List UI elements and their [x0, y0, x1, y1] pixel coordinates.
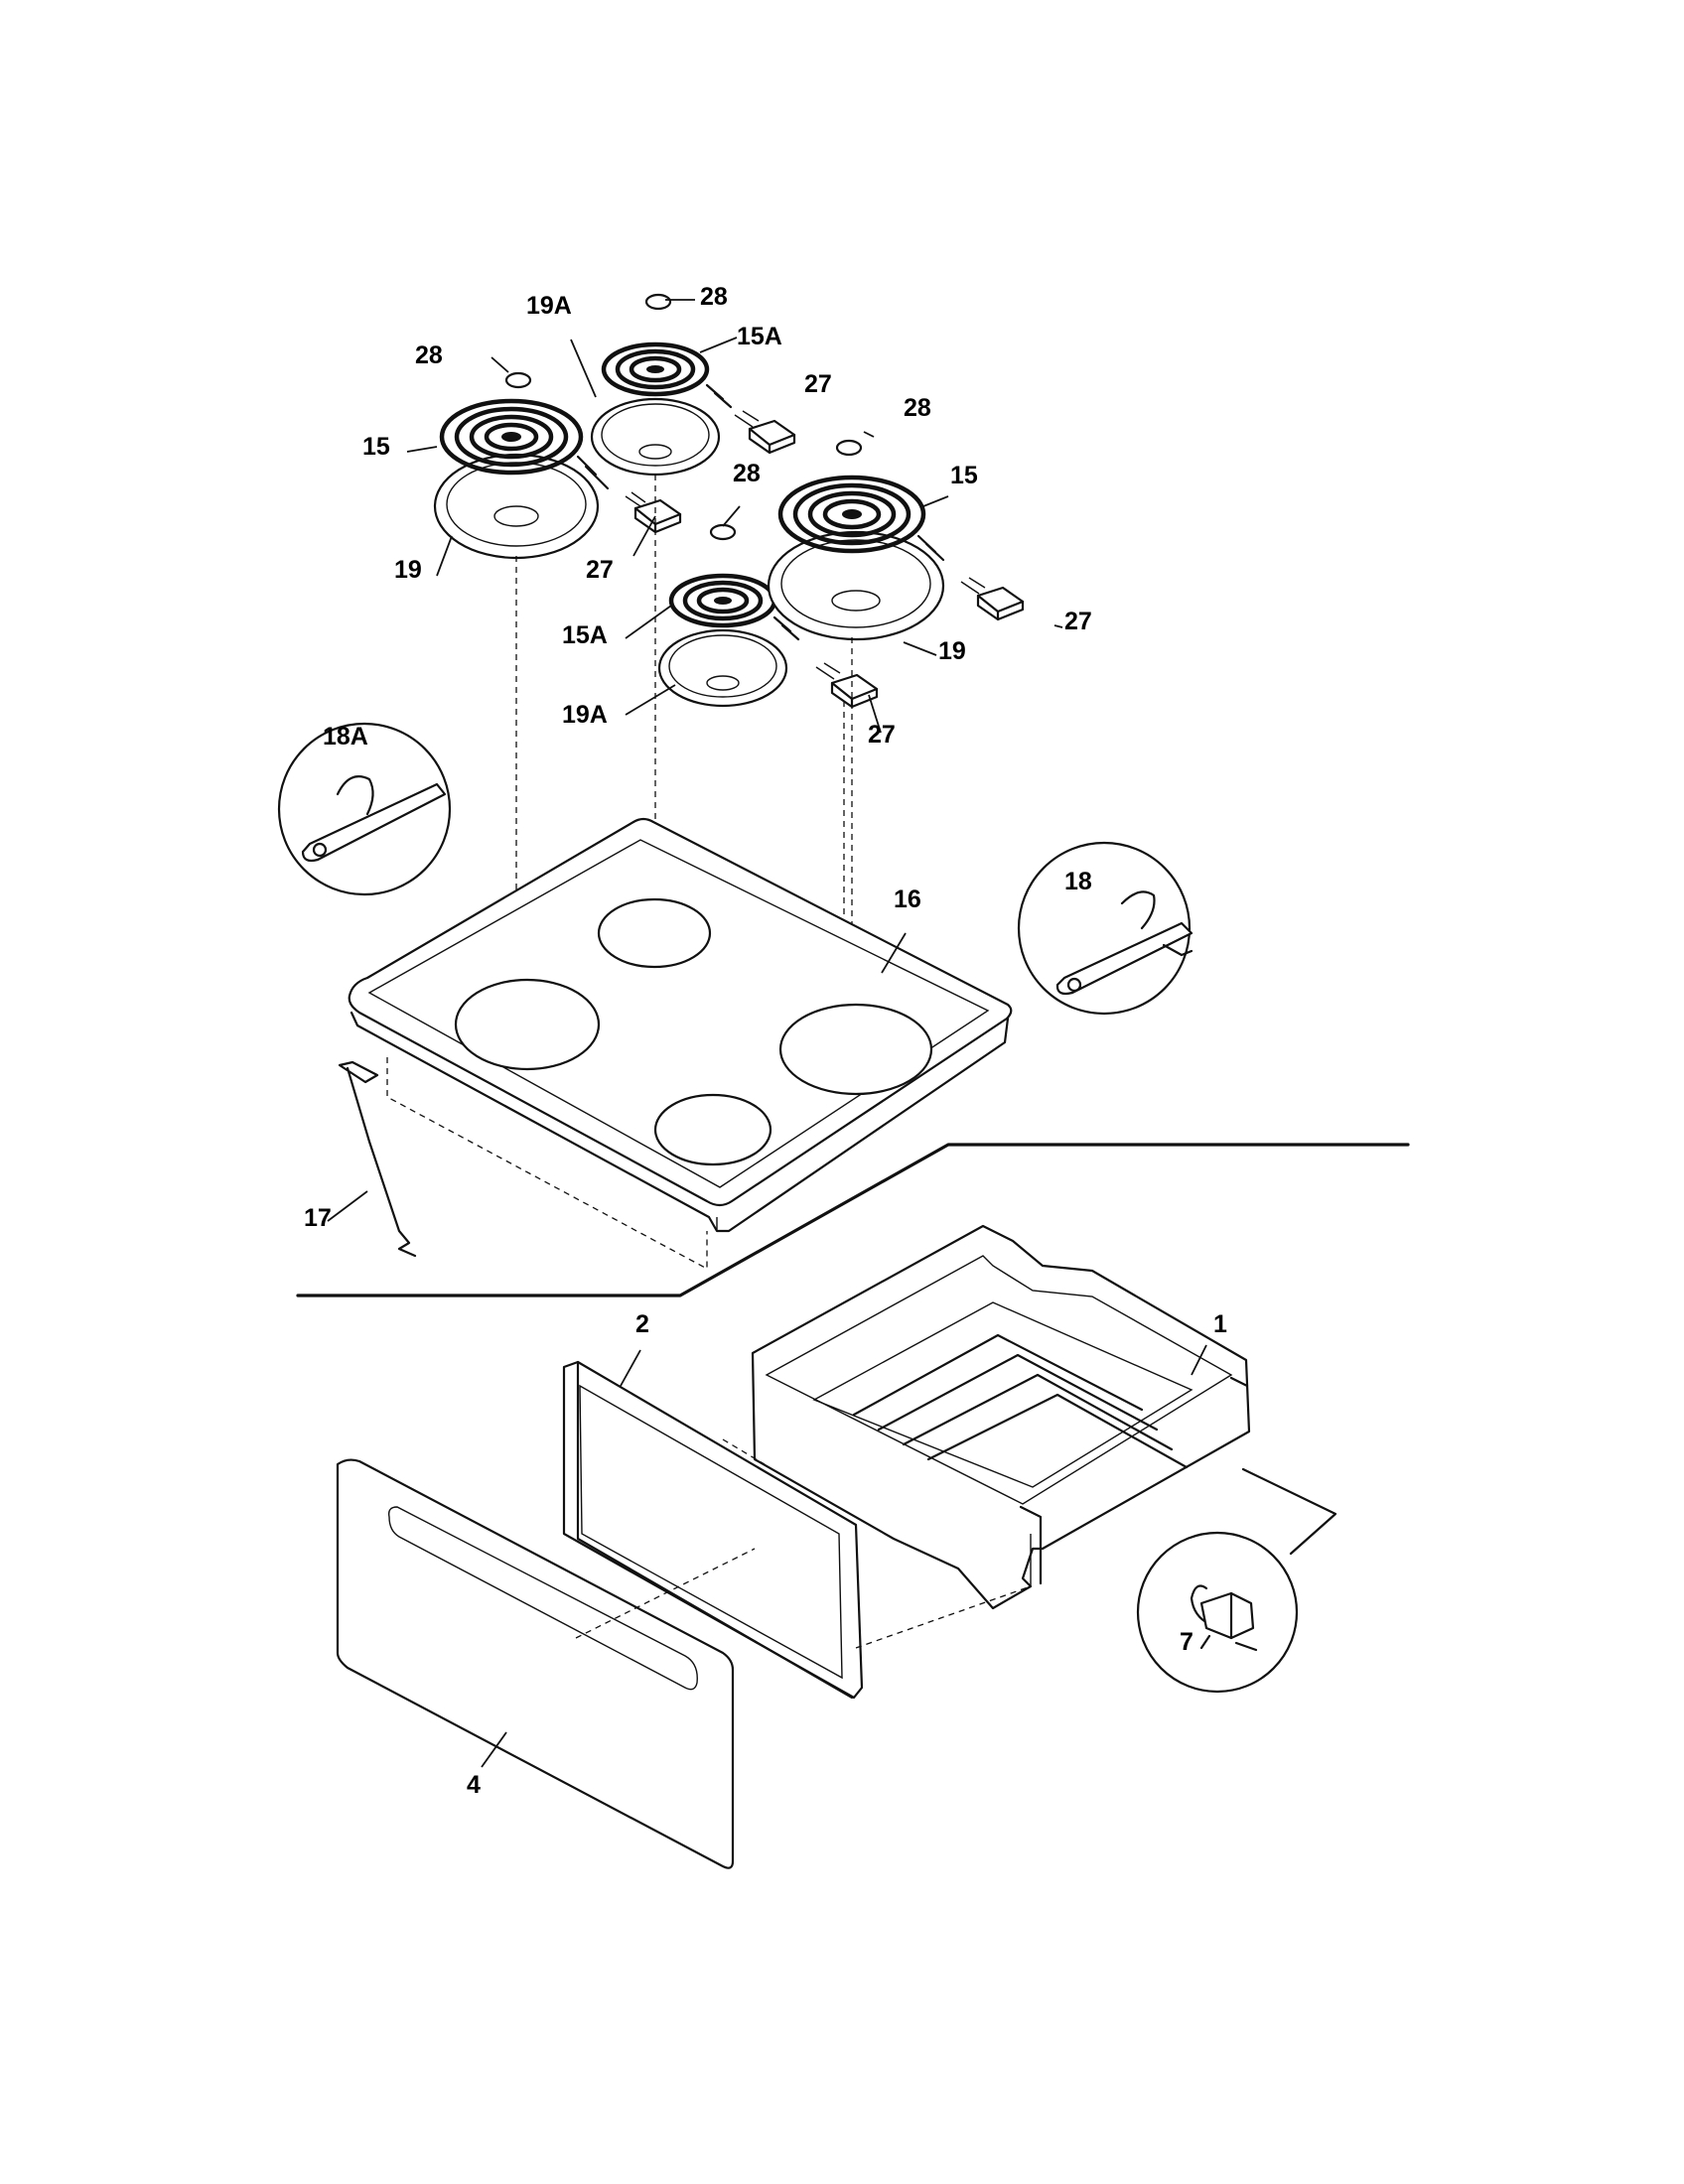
trim-cap-center-rear [644, 293, 672, 311]
terminal-block-right-front [815, 662, 879, 709]
drip-bowl-left [433, 453, 600, 560]
trim-cap-left [504, 371, 532, 389]
drip-bowl-center-rear [590, 397, 721, 477]
detail-circle-18A [277, 722, 452, 896]
trim-cap-center-front [709, 523, 737, 541]
terminal-block-left [625, 491, 682, 534]
section-divider [296, 1143, 1410, 1297]
coil-element-right [777, 475, 945, 562]
coil-element-center-rear [601, 341, 733, 409]
drawer-body [751, 1224, 1251, 1610]
detail-circle-18 [1017, 841, 1193, 1016]
drip-bowl-right [767, 530, 945, 641]
cooktop-support-rod [338, 1060, 417, 1258]
trim-cap-right [835, 439, 863, 457]
cooktop [348, 817, 1013, 1233]
drawer-front-panel [336, 1458, 735, 1869]
detail-circle-7 [1136, 1531, 1299, 1694]
drip-bowl-center-front [657, 628, 788, 708]
terminal-block-center-rear [734, 410, 796, 455]
coil-element-center-front [668, 573, 800, 641]
drawer-inner-panel [562, 1360, 864, 1700]
coil-element-left [439, 398, 610, 490]
terminal-block-right-rear [960, 577, 1025, 621]
